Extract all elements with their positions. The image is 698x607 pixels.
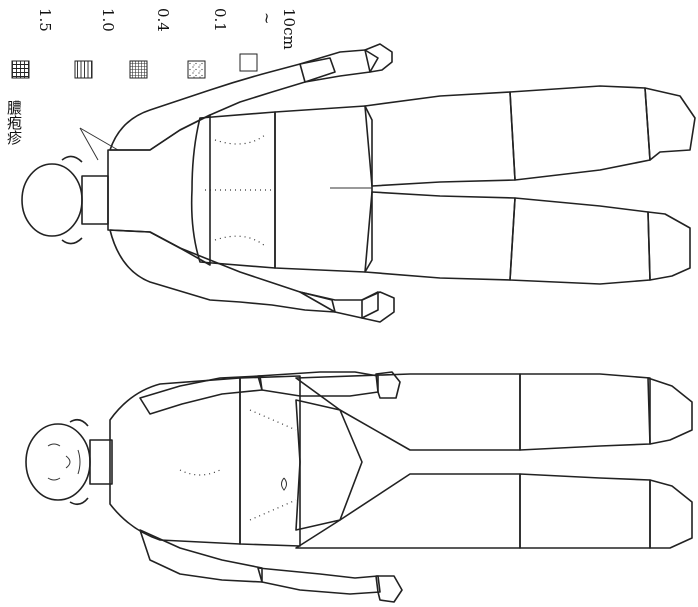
front-forearm-bottom	[258, 568, 380, 594]
back-head	[22, 164, 82, 236]
legend-value-2: 1.0	[99, 8, 117, 32]
back-upper-arm-bottom	[110, 230, 335, 312]
back-scapula-dots-1	[215, 135, 265, 144]
legend-swatch-stipple	[188, 61, 205, 78]
legend-swatch-dense-crosshatch	[12, 61, 29, 78]
legend: 1.5 1.0 0.4 0.1 ~ 10cm	[12, 8, 298, 78]
back-thigh-top	[365, 92, 515, 186]
front-lower-leg-bottom	[520, 474, 650, 548]
front-foot-top	[648, 378, 692, 444]
front-foot-bottom	[650, 480, 692, 548]
front-upper-arm-bottom	[140, 530, 262, 582]
back-lower-leg-top	[510, 86, 650, 180]
front-hand-top	[376, 372, 400, 398]
legend-tilde: ~	[258, 12, 276, 25]
pustule-annotation: 膿疱疹	[5, 100, 118, 160]
front-view-figure	[26, 372, 692, 602]
front-navel	[282, 478, 287, 490]
back-torso	[192, 112, 275, 268]
back-ear-top	[62, 156, 82, 162]
legend-swatch-fine-crosshatch	[130, 61, 147, 78]
back-thigh-bottom	[365, 192, 515, 280]
back-lower-leg-bottom	[510, 198, 650, 284]
front-chest	[110, 378, 240, 544]
front-lower-leg-top	[520, 374, 650, 450]
front-face-mouth	[78, 450, 80, 474]
annotation-label: 膿疱疹	[5, 100, 23, 145]
legend-item-5: ~ 10cm	[240, 8, 298, 71]
back-foot-bottom	[648, 212, 690, 280]
front-thigh-top	[296, 374, 520, 450]
front-neck	[90, 440, 112, 484]
legend-swatch-horizontal-lines	[75, 61, 92, 78]
front-ear-bottom	[70, 498, 88, 504]
legend-item-2: 1.0	[75, 8, 117, 78]
back-buttocks	[275, 106, 372, 272]
back-neck	[82, 176, 108, 224]
legend-item-3: 0.4	[130, 8, 172, 78]
legend-value-5: 10cm	[280, 8, 298, 50]
back-forearm-bottom	[300, 292, 378, 318]
front-groin	[296, 400, 362, 530]
back-foot-top	[645, 88, 695, 160]
front-chest-dots	[180, 470, 220, 475]
front-groin-dots	[250, 410, 296, 520]
legend-value-4: 0.1	[211, 8, 229, 32]
front-face-eyes	[48, 444, 60, 480]
legend-value-3: 0.4	[154, 8, 172, 32]
front-thigh-bottom	[296, 474, 520, 548]
front-ear-top	[70, 420, 88, 426]
front-face-nose	[66, 456, 70, 468]
front-upper-arm-top	[140, 376, 262, 414]
legend-swatch-blank	[240, 54, 257, 71]
legend-value-1: 1.5	[36, 8, 54, 32]
front-abdomen	[240, 376, 300, 546]
back-scapula-dots-2	[215, 236, 265, 246]
legend-item-1: 1.5	[12, 8, 54, 78]
back-view-figure	[22, 44, 695, 322]
legend-item-4: 0.1	[188, 8, 229, 78]
back-ear-bottom	[62, 238, 82, 244]
